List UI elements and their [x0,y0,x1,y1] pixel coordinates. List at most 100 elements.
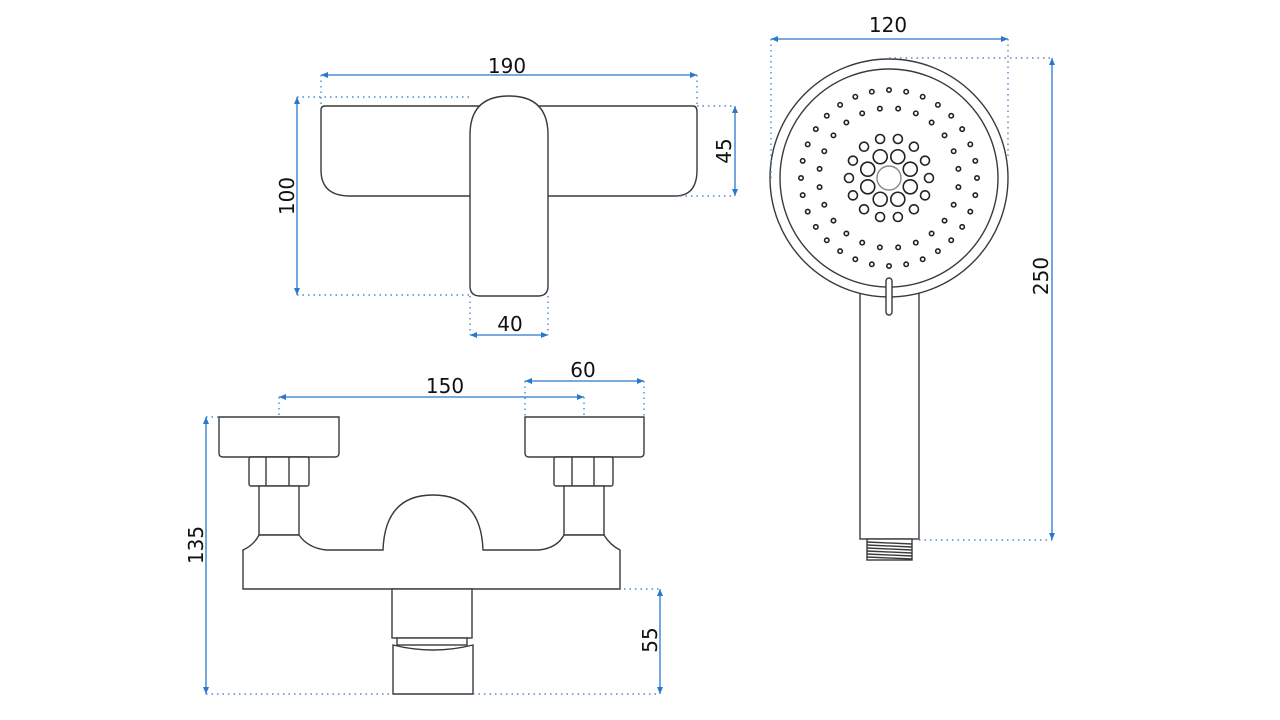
nozzle-hole [859,110,866,117]
dimension-label: 250 [1029,257,1053,295]
outlet-ring [396,637,468,646]
dimension-100: 100 [275,96,470,296]
mixer-body-front [242,494,621,590]
dimension-label: 190 [488,54,526,78]
thread-line [866,547,913,551]
nozzle-hole [823,112,830,119]
nozzle-hole [892,211,904,223]
nozzle-hole [885,262,892,269]
nozzle-hole [847,190,859,201]
nozzle-hole [804,141,811,148]
nozzle-hole [799,192,806,199]
dimension-60: 60 [524,358,645,417]
nozzle-hole [812,223,819,230]
nozzle-hole [959,126,966,133]
mixer-front-view [218,416,645,695]
right-nut [553,456,614,487]
center-nozzle [876,165,902,191]
dimension-label: 100 [275,177,299,215]
nozzle-hole [890,148,906,165]
nozzle-hole [908,141,920,153]
nozzle-hole [885,87,892,94]
nozzle-hole [959,223,966,230]
nozzle-hole [847,155,859,166]
nozzle-hole [830,132,837,139]
nozzle-hole [948,237,955,244]
nozzle-hole [874,133,886,145]
mixer-top-view [320,95,698,297]
nozzle-hole [872,191,888,208]
nozzle-hole [843,119,850,126]
nozzle-hole [859,161,876,177]
right-knob [524,416,645,458]
thread-line [866,544,913,548]
nozzle-hole [923,172,935,184]
thread-line [866,556,913,560]
shower-head-face [779,68,999,288]
nozzle-hole [876,105,883,112]
nozzle-hole [941,132,948,139]
nozzle-hole [903,261,910,268]
nozzle-hole [858,203,870,215]
nozzle-hole [967,208,974,215]
spray-nozzles [797,87,980,269]
nozzle-hole [955,165,962,172]
right-stem [563,485,605,536]
nozzle-hole [967,141,974,148]
dimension-label: 55 [638,627,662,652]
left-nut [248,456,310,487]
dimension-190: 190 [320,54,698,106]
nozzle-hole [837,101,844,108]
nozzle-hole [852,93,859,100]
thread-line [866,553,913,557]
shower-handle [859,284,920,540]
nozzle-hole [823,237,830,244]
hand-shower [769,58,1009,561]
nozzle-hole [843,230,850,237]
dimension-label: 40 [497,312,522,336]
nozzle-hole [934,248,941,255]
nozzle-hole [874,211,886,223]
nozzle-hole [858,141,870,153]
dimension-label: 60 [570,358,595,382]
nozzle-hole [812,126,819,133]
nozzle-hole [902,161,919,177]
nozzle-hole [868,88,875,95]
dimension-55: 55 [473,588,663,695]
dimension-40: 40 [469,296,549,338]
dimension-label: 120 [869,13,907,37]
nozzle-hole [912,239,919,246]
thread-line [866,541,913,545]
nozzle-hole [872,148,888,165]
nozzle-hole [868,261,875,268]
dimension-label: 135 [184,526,208,564]
thread-line [866,550,913,554]
nozzle-hole [859,179,876,195]
nozzle-hole [876,244,883,251]
dimension-120: 120 [770,13,1009,178]
nozzle-hole [928,230,935,237]
outlet-connector [392,644,474,695]
nozzle-hole [859,239,866,246]
nozzle-hole [821,201,828,208]
nozzle-hole [852,256,859,263]
nozzle-hole [892,133,904,145]
shower-hook [885,277,893,316]
nozzle-hole [919,256,926,263]
dimension-label: 150 [426,374,464,398]
left-stem [258,485,300,536]
nozzle-hole [972,192,979,199]
nozzle-hole [919,155,931,166]
nozzle-hole [804,208,811,215]
nozzle-hole [895,244,902,251]
nozzle-hole [843,172,855,184]
nozzle-hole [955,184,962,191]
nozzle-hole [919,93,926,100]
nozzle-hole [972,157,979,164]
nozzle-hole [821,148,828,155]
nozzle-hole [902,179,919,195]
nozzle-hole [948,112,955,119]
dimension-150: 150 [278,374,585,417]
nozzle-hole [816,165,823,172]
